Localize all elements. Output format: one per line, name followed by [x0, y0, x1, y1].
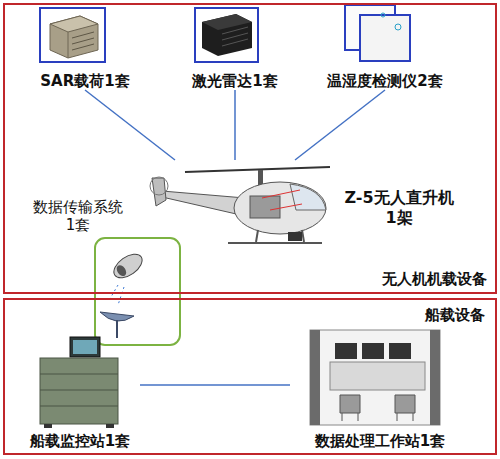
item-label: 船载监控站1套: [30, 432, 130, 450]
connector-line: [140, 384, 290, 386]
sar-edge: [68, 32, 69, 58]
tail-rotor: [150, 177, 168, 195]
skid-strut: [302, 230, 304, 242]
main-rotor: [185, 167, 330, 172]
item-label: 数据传输系统 1套: [28, 198, 128, 234]
room: [310, 330, 440, 425]
drawer-line: [40, 406, 118, 407]
datalink-frame: [95, 238, 180, 345]
monitor-screen: [73, 340, 97, 354]
image-frame: [40, 8, 105, 62]
chair: [395, 395, 415, 421]
payload-box: [288, 232, 302, 241]
room-pillar: [430, 330, 440, 425]
screen: [389, 343, 411, 359]
lidar-fin: [222, 27, 248, 34]
radio-beam: [118, 287, 124, 305]
connector-line: [234, 90, 236, 160]
item-label: 激光雷达1套: [192, 72, 277, 90]
sar-fin: [72, 32, 94, 38]
annotation-line: [262, 190, 300, 198]
connector-line: [85, 90, 175, 160]
ground-dish: [100, 312, 134, 321]
sensor-dot: [381, 13, 385, 17]
skid-strut: [256, 230, 258, 242]
connector-line: [295, 90, 385, 160]
equipment-item: 温湿度检测仪2套: [320, 6, 450, 90]
room-pillar: [310, 330, 320, 425]
sensor-dot: [395, 24, 401, 30]
cabinet: [40, 358, 118, 424]
sar-fin: [72, 38, 94, 44]
region-title: 船载设备: [425, 306, 485, 324]
image-frame: [195, 8, 258, 62]
canopy: [290, 184, 326, 210]
monitor: [70, 337, 100, 357]
annotation-line: [270, 204, 302, 210]
sar-device-top: [50, 16, 98, 32]
fuselage: [234, 182, 326, 234]
item-label: 数据处理工作站1套: [315, 432, 445, 450]
item-label: Z-5无人直升机 1架: [340, 188, 458, 228]
lidar-device: [202, 14, 252, 56]
lidar-fin: [222, 33, 248, 40]
cabinet-foot: [44, 424, 52, 428]
region-box: 船载设备船载监控站1套 数据处理工作站1套: [3, 298, 497, 455]
air-antenna: [110, 249, 147, 282]
lidar-fin: [222, 39, 248, 46]
item-label: SAR载荷1套: [40, 72, 129, 90]
console: [330, 362, 425, 390]
screen: [335, 343, 357, 359]
equipment-bay: [250, 196, 280, 218]
screen: [362, 343, 384, 359]
datalink-item: 数据传输系统 1套: [8, 198, 188, 345]
drawer-line: [40, 390, 118, 391]
region-box: 无人机机载设备 SAR载荷1套 激光雷达1套 温湿度检测仪2套 Z-5无人直升机 1架: [3, 3, 497, 294]
sar-fin: [72, 44, 94, 50]
skid: [228, 242, 322, 244]
cabinet-foot: [106, 424, 114, 428]
drawer-line: [40, 374, 118, 375]
tail-fin: [152, 178, 166, 206]
dish-mast: [116, 320, 118, 338]
sensor-front: [360, 15, 410, 61]
equipment-item: 船载监控站1套: [20, 330, 140, 450]
equipment-item: SAR载荷1套: [30, 6, 140, 90]
region-title: 无人机机载设备: [382, 270, 487, 288]
item-label: 温湿度检测仪2套: [327, 72, 442, 90]
chair: [340, 395, 360, 421]
sar-device: [50, 16, 98, 58]
equipment-item: 数据处理工作站1套: [290, 325, 470, 450]
equipment-item: 激光雷达1套: [180, 6, 290, 90]
aircraft-item: Z-5无人直升机 1架: [140, 160, 462, 255]
tail-boom: [162, 191, 245, 216]
